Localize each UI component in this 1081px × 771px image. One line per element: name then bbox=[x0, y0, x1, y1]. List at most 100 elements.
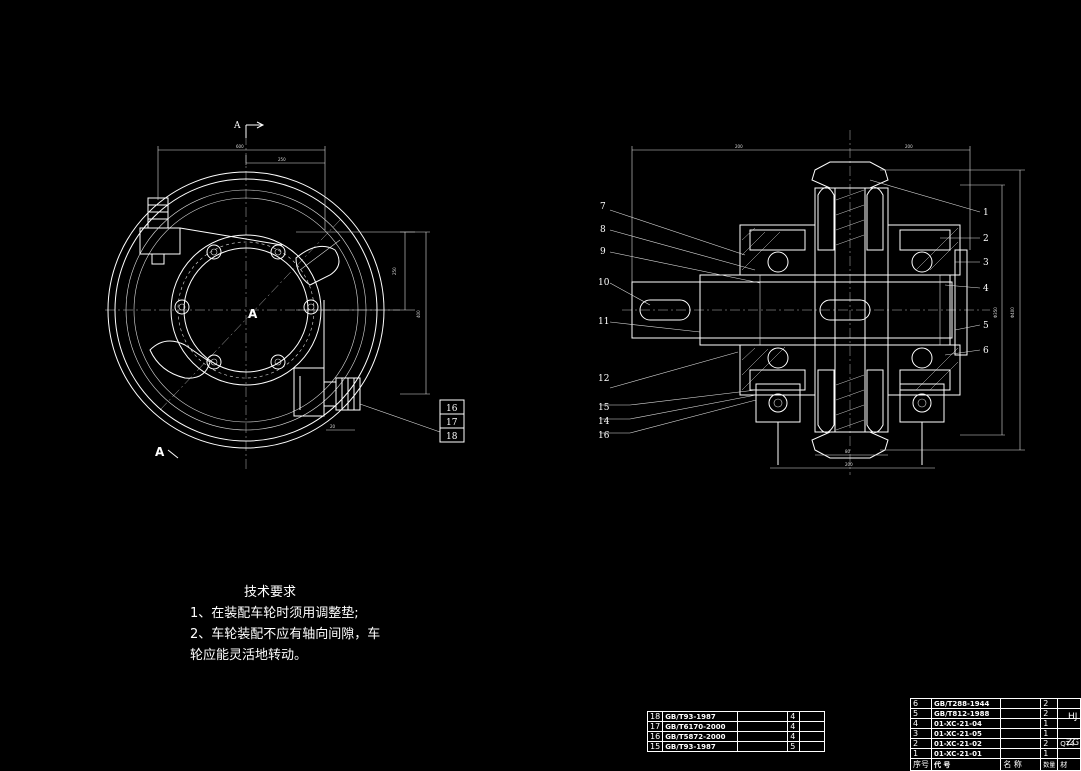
bom-code: GB/T288-1944 bbox=[930, 698, 1002, 709]
technical-requirements: 技术要求 1、在装配车轮时须用调整垫; 2、车轮装配不应有轴向间隙，车 轮应能灵… bbox=[190, 582, 430, 666]
callout-right-9: 9 bbox=[600, 247, 606, 257]
bom-no: 2 bbox=[910, 738, 932, 749]
notes-line-1: 1、在装配车轮时须用调整垫; bbox=[190, 606, 359, 621]
svg-text:20: 20 bbox=[330, 424, 336, 429]
callout-left-18: 18 bbox=[446, 432, 458, 442]
callout-left-17: 17 bbox=[446, 418, 458, 428]
svg-text:200: 200 bbox=[735, 144, 743, 149]
bom-name bbox=[737, 711, 789, 722]
svg-text:600: 600 bbox=[236, 144, 244, 149]
bom-name bbox=[737, 731, 789, 742]
bom-code: 01-XC-21-02 bbox=[930, 738, 1002, 749]
bom-name bbox=[1000, 708, 1042, 719]
callout-right-2: 2 bbox=[983, 234, 989, 244]
callout-right-16: 16 bbox=[598, 431, 610, 441]
bom-no: 15 bbox=[646, 741, 664, 752]
bom-code: GB/T812-1988 bbox=[930, 708, 1002, 719]
bom-no: 4 bbox=[910, 718, 932, 729]
callout-right-6: 6 bbox=[983, 346, 989, 356]
bom-name bbox=[1000, 738, 1042, 749]
bom-name bbox=[1000, 728, 1042, 739]
svg-text:400: 400 bbox=[416, 310, 421, 318]
bom-header-seq: 序号 bbox=[910, 758, 932, 771]
bom-mat bbox=[1057, 748, 1081, 759]
callout-right-8: 8 bbox=[600, 225, 606, 235]
notes-line-3: 轮应能灵活地转动。 bbox=[190, 648, 308, 663]
bom-mat bbox=[1057, 728, 1081, 739]
bom-no: 17 bbox=[646, 721, 664, 732]
bom-mat bbox=[799, 731, 826, 742]
bom-qty: 1 bbox=[1040, 728, 1059, 739]
svg-text:Φ350: Φ350 bbox=[993, 307, 998, 318]
bom-mat bbox=[799, 721, 826, 732]
bom-qty: 4 bbox=[787, 711, 801, 722]
bom-no: 3 bbox=[910, 728, 932, 739]
callout-right-5: 5 bbox=[983, 321, 989, 331]
bom-code: 01-XC-21-04 bbox=[930, 718, 1002, 729]
bom-code: GB/T5872-2000 bbox=[662, 731, 739, 742]
bom-code: 01-XC-21-05 bbox=[930, 728, 1002, 739]
svg-text:Φ400: Φ400 bbox=[1010, 307, 1015, 318]
bom-name bbox=[1000, 748, 1042, 759]
bom-header-qty: 数量 bbox=[1040, 758, 1059, 771]
bom-code: GB/T93-1987 bbox=[662, 741, 739, 752]
bom-header-row: 序号代 号名 称数量材 bbox=[910, 758, 1081, 771]
title-block-a: HJ bbox=[1068, 712, 1078, 722]
bom-qty: 5 bbox=[787, 741, 801, 752]
section-marker-label: A bbox=[233, 121, 241, 131]
bom-header-name: 名 称 bbox=[1000, 758, 1042, 771]
callout-right-7: 7 bbox=[600, 202, 606, 212]
bom-mat bbox=[1057, 698, 1081, 709]
left-end-view: 600 250 250 400 20 A A A 16 17 18 bbox=[105, 121, 465, 470]
callout-right-3: 3 bbox=[983, 258, 989, 268]
bom-qty: 2 bbox=[1040, 708, 1059, 719]
callout-right-10: 10 bbox=[598, 278, 610, 288]
bom-no: 16 bbox=[646, 731, 664, 742]
bom-mat bbox=[799, 741, 826, 752]
svg-text:80: 80 bbox=[845, 449, 851, 454]
right-section-view: 200 200 bbox=[598, 130, 1025, 475]
cad-drawing: 600 250 250 400 20 A A A 16 17 18 bbox=[105, 121, 1025, 475]
callout-right-4: 4 bbox=[983, 284, 989, 294]
bom-header-mat: 材 bbox=[1057, 758, 1081, 771]
bom-no: 18 bbox=[646, 711, 664, 722]
bom-no: 1 bbox=[910, 748, 932, 759]
bom-qty: 4 bbox=[787, 721, 801, 732]
bom-no: 6 bbox=[910, 698, 932, 709]
callout-left-16: 16 bbox=[446, 404, 458, 414]
bom-name bbox=[737, 721, 789, 732]
notes-line-2: 2、车轮装配不应有轴向间隙，车 bbox=[190, 627, 381, 642]
view-marker-label: A bbox=[155, 445, 165, 459]
svg-text:200: 200 bbox=[845, 462, 853, 467]
center-label: A bbox=[248, 307, 258, 321]
bom-code: GB/T93-1987 bbox=[662, 711, 739, 722]
bom-name bbox=[1000, 718, 1042, 729]
notes-title: 技术要求 bbox=[244, 585, 297, 600]
bom-header-code: 代 号 bbox=[930, 758, 1002, 771]
callout-right-11: 11 bbox=[598, 317, 609, 327]
svg-text:200: 200 bbox=[905, 144, 913, 149]
bom-qty: 4 bbox=[787, 731, 801, 742]
svg-text:250: 250 bbox=[278, 157, 286, 162]
bom-mat bbox=[799, 711, 826, 722]
bom-qty: 2 bbox=[1040, 698, 1059, 709]
bom-qty: 1 bbox=[1040, 718, 1059, 729]
callout-right-14: 14 bbox=[598, 417, 610, 427]
bom-code: 01-XC-21-01 bbox=[930, 748, 1002, 759]
bom-name bbox=[1000, 698, 1042, 709]
bom-name bbox=[737, 741, 789, 752]
bom-qty: 2 bbox=[1040, 738, 1059, 749]
callout-right-15: 15 bbox=[598, 403, 610, 413]
callout-right-12: 12 bbox=[598, 374, 609, 384]
